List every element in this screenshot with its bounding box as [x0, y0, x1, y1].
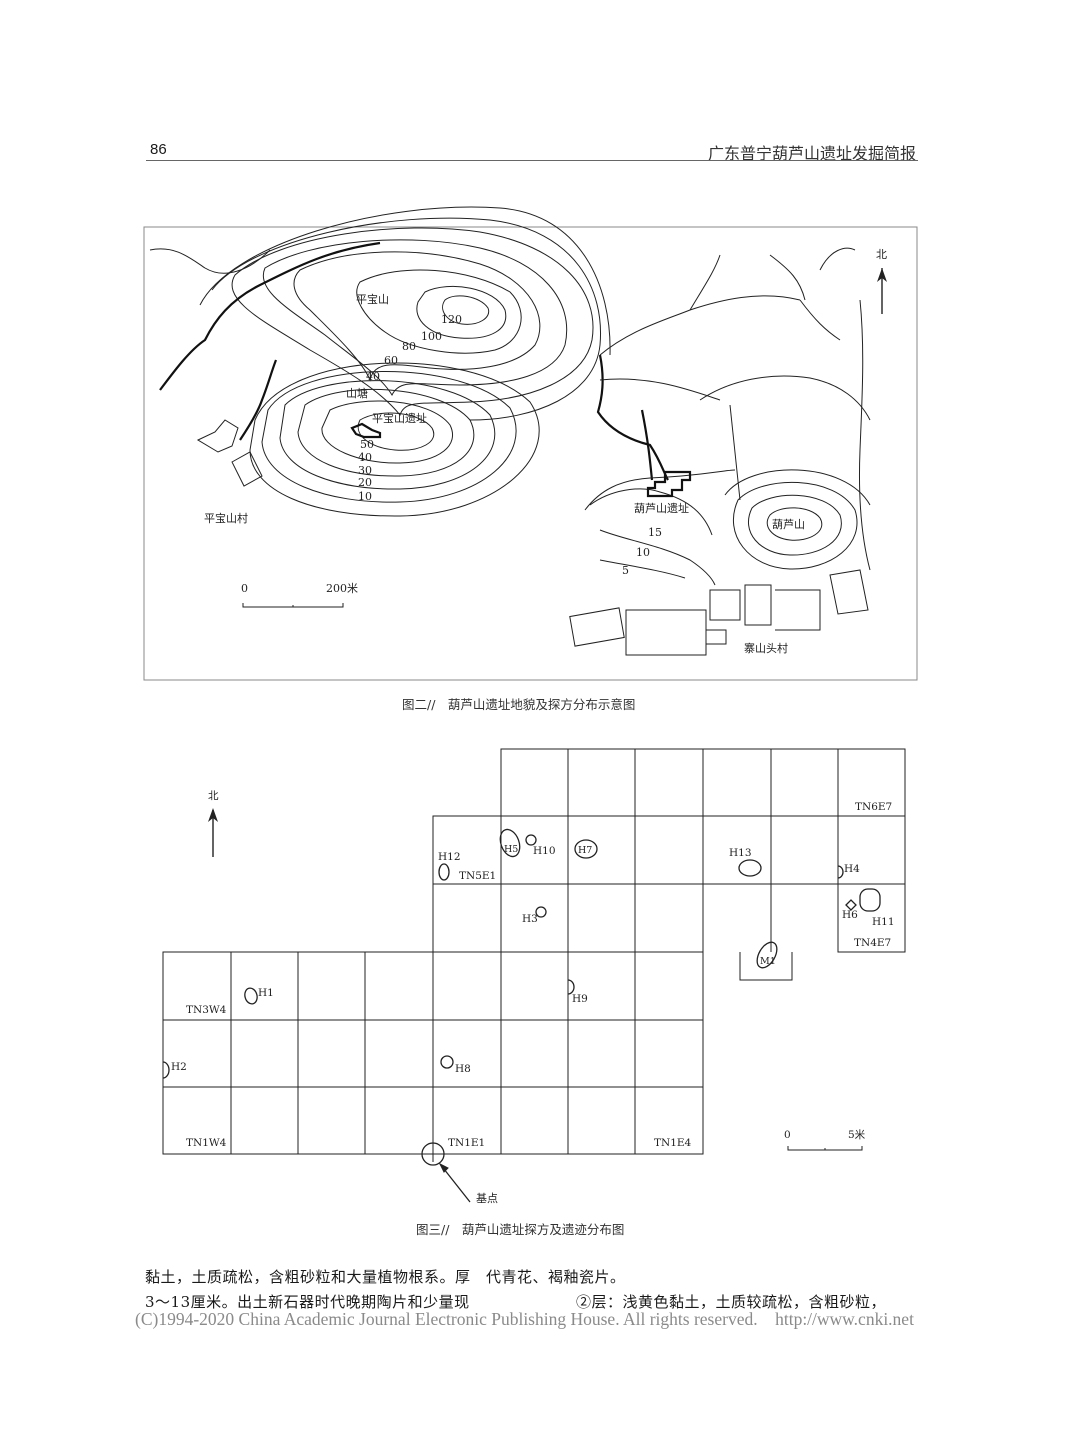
- contour-label-80: 80: [402, 340, 416, 353]
- contour-label-10r: 10: [636, 546, 650, 559]
- huludshan-contours: [589, 469, 871, 586]
- north-arrow-icon: [877, 268, 887, 282]
- feature-h10: [525, 834, 537, 846]
- label-h4: H4: [844, 863, 860, 875]
- feature-h6: [845, 899, 857, 911]
- feature-h8: [440, 1055, 454, 1069]
- square-tn5e1: TN5E1: [459, 870, 496, 882]
- label-h7: H7: [578, 845, 592, 856]
- pingbaoshan-site-outline: [350, 422, 382, 439]
- village-buildings: [196, 419, 869, 656]
- square-tn4e7: TN4E7: [854, 937, 891, 949]
- square-tn1e4: TN1E4: [654, 1137, 692, 1149]
- north-arrow-icon-2: [208, 808, 218, 822]
- feature-h12: [438, 863, 450, 881]
- scale-zero-2: 0: [784, 1129, 791, 1141]
- body-text-line-1: 黏土，土质疏松，含粗砂粒和大量植物根系。厚 代青花、褐釉瓷片。: [145, 1268, 626, 1286]
- label-h13: H13: [729, 847, 752, 859]
- contour-label-5: 5: [622, 564, 629, 577]
- body-text-line-2-right: ②层：浅黄色黏土，土质较疏松，含粗砂粒，: [576, 1293, 887, 1311]
- feature-h13: [738, 859, 762, 877]
- scale-zero: 0: [241, 582, 248, 595]
- scale-end-2: 5米: [848, 1128, 866, 1141]
- contour-label-100: 100: [421, 330, 442, 343]
- contour-label-40: 40: [366, 370, 380, 383]
- label-m1: M1: [760, 956, 776, 967]
- figure3-grid: 北 TN6E7 TN5E1 TN4E7 TN3W4 TN1W4 TN1E1 TN…: [162, 748, 906, 1205]
- label-h9: H9: [572, 993, 588, 1005]
- label-pingbaoshan-site: 平宝山遗址: [372, 411, 427, 425]
- label-huludshan: 葫芦山: [772, 518, 805, 531]
- figure2-map: 北 平宝山 120 100 80 60 40 山塘 平宝山遗址 50 40 30…: [143, 206, 918, 681]
- paths: [149, 247, 871, 571]
- header-rule: [146, 160, 918, 161]
- label-h2: H2: [171, 1061, 187, 1073]
- feature-h11: [859, 888, 881, 912]
- label-h11: H11: [872, 916, 895, 928]
- label-huludshan-site: 葫芦山遗址: [634, 501, 689, 515]
- label-h5: H5: [504, 844, 518, 855]
- contour-label-120: 120: [441, 313, 462, 326]
- roads: [159, 241, 669, 481]
- contour-label-15: 15: [648, 526, 662, 539]
- scale-bar-2: [787, 1146, 863, 1151]
- label-h1: H1: [258, 987, 274, 999]
- page-number: 86: [150, 141, 167, 158]
- contour-label-20: 20: [358, 476, 372, 489]
- body-text-line-2-left: 3～13厘米。出土新石器时代晚期陶片和少量现: [145, 1293, 470, 1311]
- pingbaoshan-site-contours: [249, 362, 540, 517]
- label-shantang: 山塘: [346, 386, 368, 400]
- north-label: 北: [876, 248, 887, 261]
- feature-h9: [567, 979, 575, 995]
- feature-h2: [162, 1061, 170, 1079]
- scale-end: 200米: [326, 582, 358, 595]
- figure2-caption: 图二// 葫芦山遗址地貌及探方分布示意图: [402, 697, 636, 712]
- figure3-caption: 图三// 葫芦山遗址探方及遗迹分布图: [416, 1222, 625, 1237]
- square-tn1e1: TN1E1: [448, 1137, 485, 1149]
- north-label-2: 北: [208, 790, 219, 802]
- label-h8: H8: [455, 1063, 471, 1075]
- label-h6: H6: [842, 909, 858, 921]
- huludshan-site-outline: [646, 470, 692, 498]
- contour-label-50: 50: [360, 438, 374, 451]
- contour-label-40b: 40: [358, 451, 372, 464]
- label-pingbaoshan: 平宝山: [356, 292, 389, 306]
- square-tn1w4: TN1W4: [186, 1137, 227, 1149]
- label-h3: H3: [522, 913, 538, 925]
- label-pingbaoshan-village: 平宝山村: [204, 511, 248, 525]
- copyright-footer: (C)1994-2020 China Academic Journal Elec…: [135, 1309, 914, 1329]
- square-tn3w4: TN3W4: [186, 1004, 227, 1016]
- square-tn6e7: TN6E7: [855, 801, 892, 813]
- pingbaoshan-contours: [199, 206, 611, 421]
- label-zhaishantou-village: 寨山头村: [744, 641, 788, 655]
- contour-label-10: 10: [358, 490, 372, 503]
- feature-outlines: [162, 828, 881, 1079]
- figure2-frame: [143, 226, 918, 681]
- feature-h1: [244, 987, 258, 1005]
- scale-bar: [242, 603, 344, 608]
- label-datum: 基点: [476, 1192, 498, 1205]
- feature-h7: [574, 839, 598, 859]
- datum-arrow-icon: [438, 1162, 449, 1173]
- label-h12: H12: [438, 851, 461, 863]
- feature-h3: [535, 906, 547, 918]
- feature-h4: [837, 865, 844, 879]
- feature-m1: [756, 941, 778, 969]
- feature-h5: [499, 828, 521, 858]
- contour-label-60: 60: [384, 354, 398, 367]
- running-title: 广东普宁葫芦山遗址发掘简报: [707, 144, 916, 163]
- contour-label-30: 30: [358, 464, 372, 477]
- datum-point-circle: [421, 1142, 445, 1166]
- label-h10: H10: [533, 845, 556, 857]
- grid-squares: [162, 748, 906, 1155]
